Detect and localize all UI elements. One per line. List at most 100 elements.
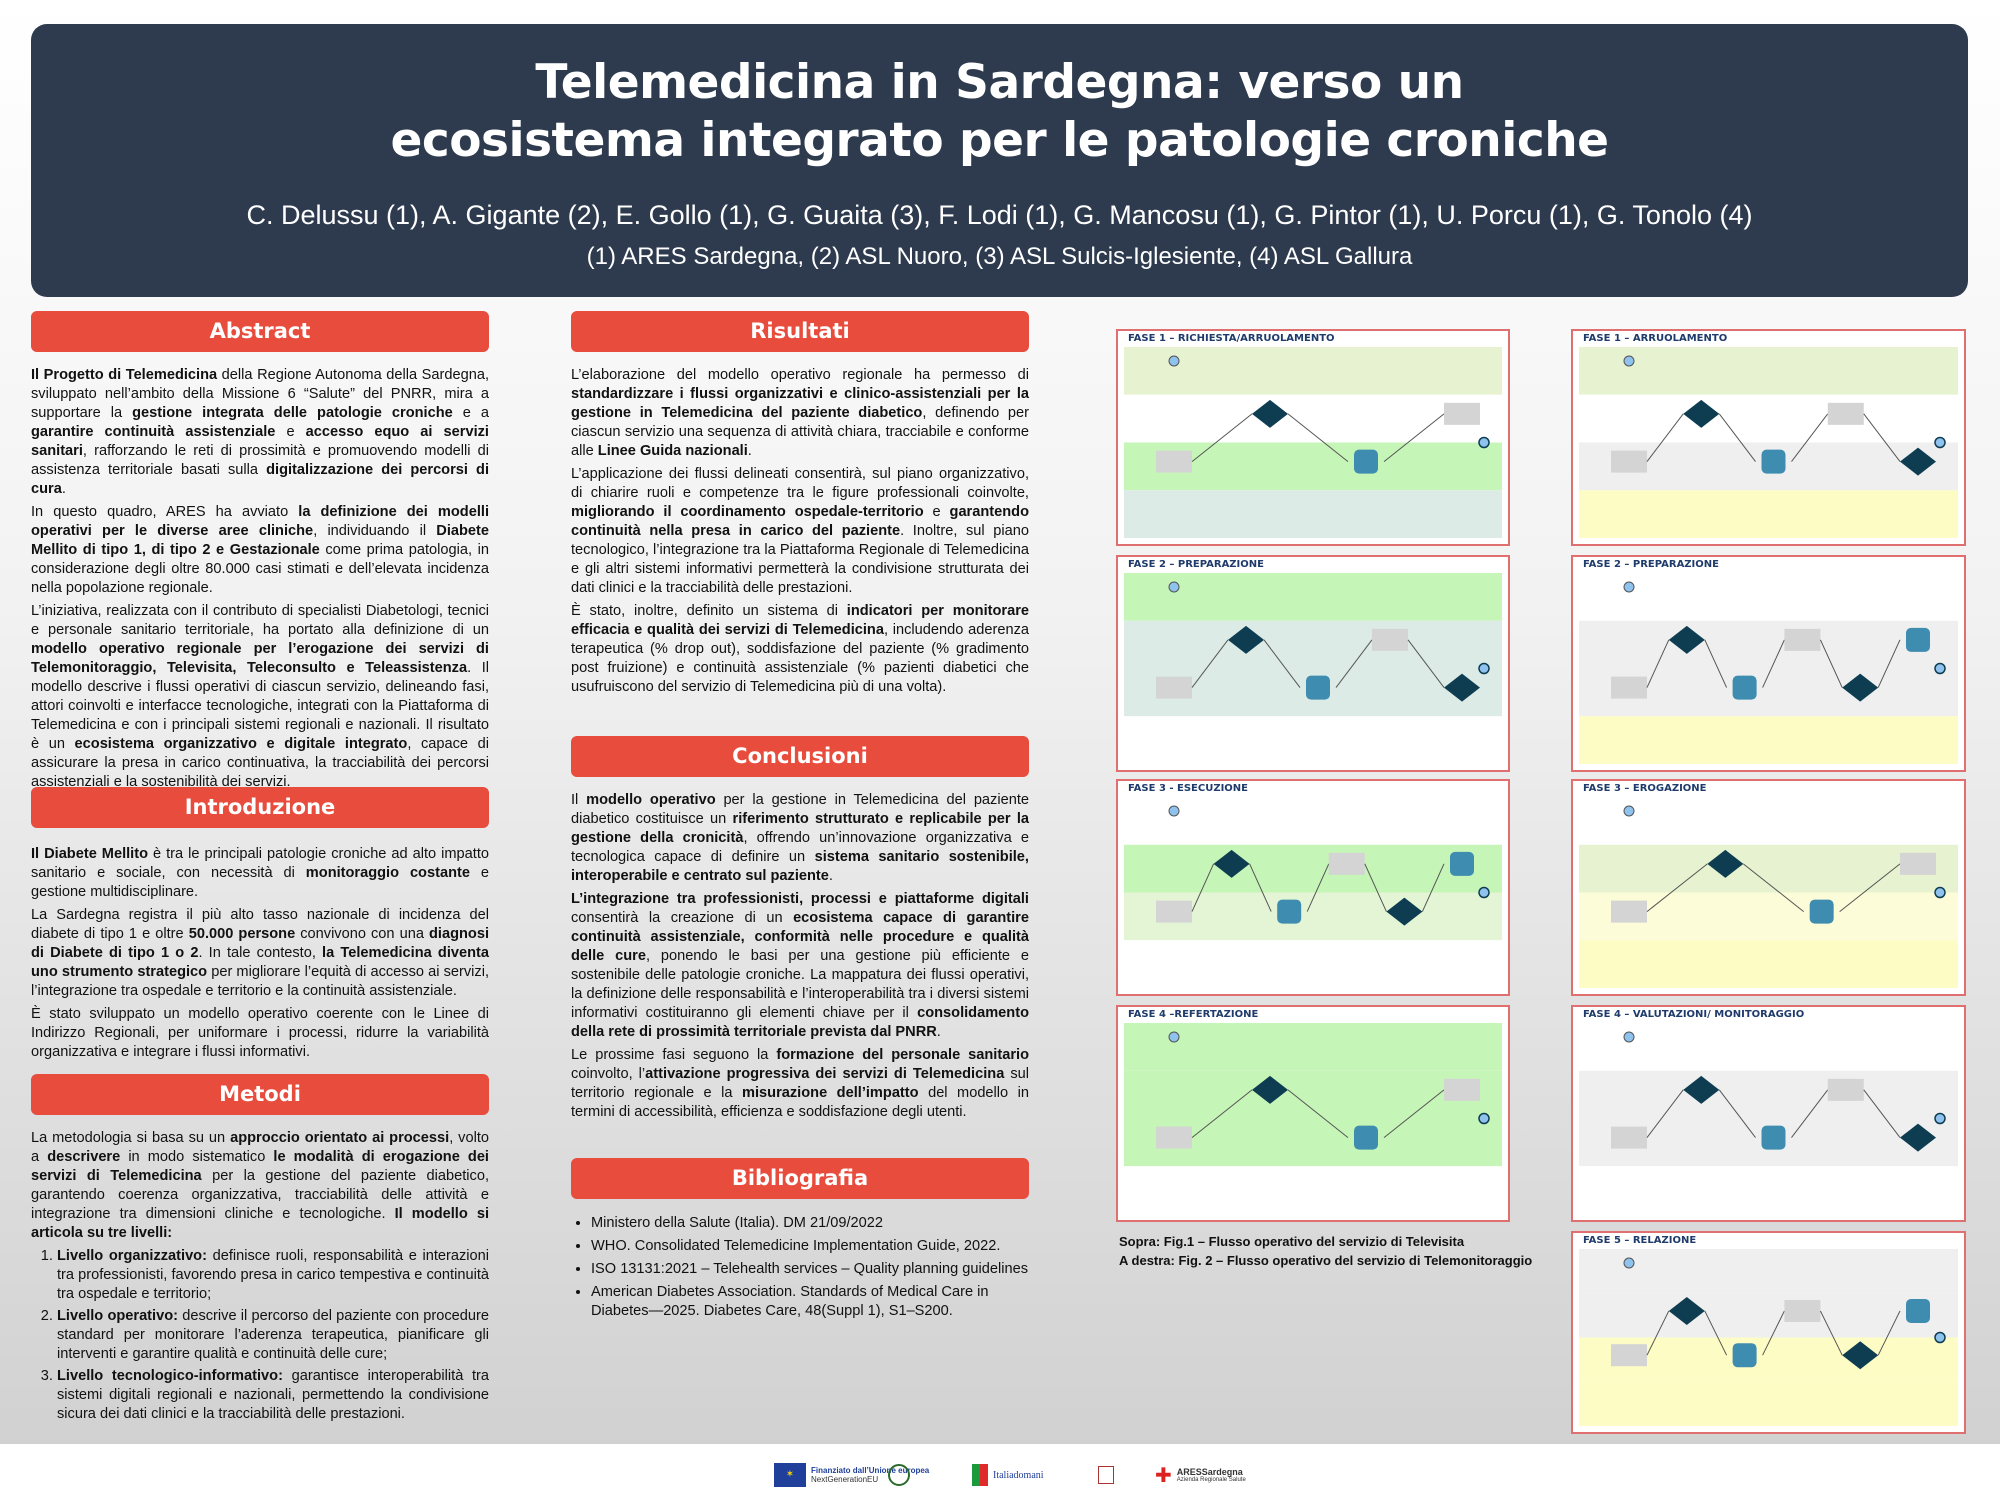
flow-arrow (1335, 639, 1373, 688)
swimlane (1579, 1070, 1958, 1119)
start-event (1623, 355, 1635, 367)
process-box (1611, 900, 1647, 923)
text-run: in modo sistematico (120, 1149, 274, 1165)
conclusioni-text: Il modello operativo per la gestione in … (571, 791, 1029, 1126)
database-cylinder (1906, 1298, 1930, 1323)
diagram-title: FASE 3 – EROGAZIONE (1583, 783, 1707, 794)
flow-arrow (1407, 639, 1445, 688)
text-run: , offrendo un’innovazione organizzativa … (571, 830, 1029, 865)
text-run: e gestione multidisciplinare. (31, 865, 490, 900)
paragraph: È stato, inoltre, definito un sistema di… (571, 602, 1029, 697)
text-run: L’applicazione dei flussi delineati cons… (571, 466, 1029, 501)
text-run: e (923, 504, 950, 520)
decision-diamond (1386, 897, 1423, 926)
swimlane (1124, 1023, 1502, 1071)
text-run: , ponendo le basi per una gestione più e… (571, 948, 1029, 1021)
decision-diamond (1213, 849, 1250, 878)
process-box (1156, 450, 1192, 473)
text-run: del modello in termini di accessibilità,… (571, 1085, 1030, 1120)
end-event (1478, 886, 1490, 899)
diagram-svg (1579, 573, 1958, 764)
database-cylinder (1906, 627, 1930, 652)
start-event (1623, 1031, 1635, 1043)
flow-arrow (1704, 1310, 1728, 1356)
text-run: L’iniziativa, realizzata con il contribu… (31, 603, 489, 638)
process-box (1611, 676, 1647, 699)
bold-text: garantendo continuità nella presa in car… (571, 504, 1029, 539)
text-run: Le prossime fasi seguono la (571, 1047, 777, 1063)
bold-text: diagnosi di Diabete di tipo 1 o 2 (31, 926, 489, 961)
swimlane (1579, 573, 1958, 621)
diagram-title: FASE 1 – RICHIESTA/ARRUOLAMENTO (1128, 333, 1335, 344)
bold-text: digitalizzazione dei percorsi di cura (31, 462, 489, 497)
flow-diagram: FASE 5 – RELAZIONE (1571, 1231, 1966, 1434)
bold-text: modello operativo (586, 792, 716, 808)
conclusioni-heading: Conclusioni (571, 736, 1029, 777)
flow-arrow (1306, 863, 1330, 912)
decision-diamond (1842, 1341, 1879, 1370)
bold-text: riferimento strutturato e replicabile pe… (571, 811, 1029, 846)
ares-logo-text: ARESSardegna (1176, 1467, 1243, 1477)
diagram-svg (1124, 347, 1502, 538)
italiadomani-text: Italiadomani (993, 1469, 1044, 1481)
flow-arrow (1646, 863, 1708, 912)
bold-text: modello operativo regionale per l’erogaz… (31, 641, 489, 676)
process-box (1827, 402, 1864, 425)
diagram-svg (1124, 573, 1502, 764)
poster-title: Telemedicina in Sardegna: verso un ecosi… (31, 54, 1968, 170)
decision-diamond (1668, 1296, 1705, 1325)
paragraph: Il modello operativo per la gestione in … (571, 791, 1029, 886)
text-run: . Inoltre, sul piano tecnologico, l’inte… (571, 523, 1029, 596)
swimlane (1124, 716, 1502, 764)
bib-item: WHO. Consolidated Telemedicine Implement… (591, 1237, 1029, 1256)
bold-text: standardizzare i flussi organizzativi e … (571, 386, 1029, 421)
bibliografia-heading: Bibliografia (571, 1158, 1029, 1199)
flow-diagram: FASE 4 –REFERTAZIONE (1116, 1005, 1510, 1222)
flow-diagram: FASE 2 – PREPARAZIONE (1571, 555, 1966, 772)
ares-logo-sub: Azienda Regionale Salute (1176, 1477, 1246, 1483)
swimlane (1579, 1023, 1958, 1071)
flow-arrow (1191, 1089, 1253, 1138)
paragraph: Le prossime fasi seguono la formazione d… (571, 1046, 1029, 1122)
diagram-title: FASE 3 - ESECUZIONE (1128, 783, 1249, 794)
flow-arrow (1718, 413, 1756, 462)
end-event (1934, 436, 1946, 449)
flow-arrow (1249, 863, 1272, 912)
flow-arrow (1791, 1089, 1829, 1138)
bold-text: sistema sanitario sostenibile, interoper… (571, 849, 1029, 884)
text-run: È stato sviluppato un modello operativo … (31, 1006, 489, 1060)
bold-text: Livello organizzativo: (57, 1248, 207, 1264)
caption-line-2: A destra: Fig. 2 – Flusso operativo del … (1119, 1253, 1533, 1268)
diagram-svg (1579, 1023, 1958, 1214)
database-cylinder (1354, 1125, 1378, 1150)
decision-diamond (1444, 673, 1480, 702)
diagram-title: FASE 4 –REFERTAZIONE (1128, 1009, 1259, 1020)
paragraph: Il Progetto di Telemedicina della Region… (31, 366, 489, 499)
flow-diagram: FASE 3 – EROGAZIONE (1571, 779, 1966, 996)
level-item: Livello tecnologico-informativo: garanti… (57, 1367, 489, 1424)
text-run: In questo quadro, ARES ha avviato (31, 504, 299, 520)
text-run: coinvolto, l’ (571, 1066, 646, 1082)
end-event (1934, 886, 1946, 899)
decision-diamond (1900, 1123, 1936, 1152)
abstract-text: Il Progetto di Telemedicina della Region… (31, 366, 489, 796)
text-run: . (61, 481, 66, 497)
text-run: consentirà la creazione di un (571, 910, 794, 926)
text-run: per migliorare l’equità di accesso ai se… (31, 964, 490, 999)
level-item: Livello organizzativo: definisce ruoli, … (57, 1247, 489, 1304)
process-box (1156, 1126, 1192, 1149)
swimlane (1124, 620, 1502, 669)
process-box (1444, 1078, 1480, 1101)
text-run: della Regione Autonoma della Sardegna, s… (31, 367, 489, 421)
bold-text: Livello operativo: (57, 1308, 178, 1324)
decision-diamond (1900, 447, 1936, 476)
decision-diamond (1228, 625, 1264, 654)
decision-diamond (1683, 399, 1720, 428)
bold-text: formazione del personale sanitario (776, 1047, 1029, 1063)
diagram-svg (1124, 797, 1502, 988)
text-run: , volto a (31, 1130, 489, 1165)
text-run: sul territorio regionale e la (571, 1066, 1029, 1101)
bold-text: monitoraggio costante (305, 865, 470, 881)
risultati-heading: Risultati (571, 311, 1029, 352)
